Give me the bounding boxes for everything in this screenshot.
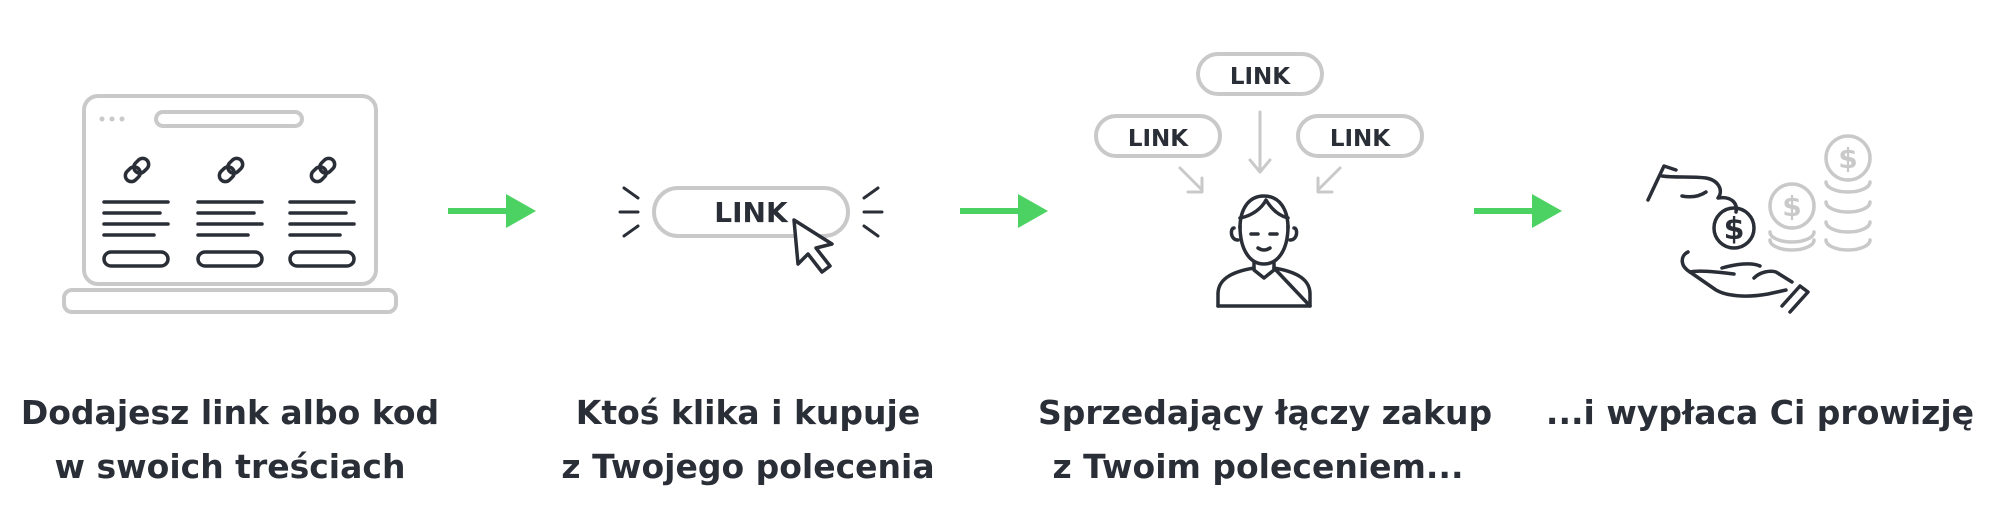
seller-person-icon xyxy=(1216,194,1312,308)
step-3-caption-line-1: Sprzedający łączy zakup xyxy=(1038,393,1493,432)
laptop-links-icon xyxy=(62,94,398,314)
step-2-caption-line-1: Ktoś klika i kupuje xyxy=(575,393,921,432)
laptop-base xyxy=(62,288,398,314)
step-3-caption-line-2: z Twoim poleceniem... xyxy=(1052,447,1464,486)
link-pill-top-label: LINK xyxy=(1230,64,1291,90)
green-arrow-icon-3 xyxy=(1474,194,1562,228)
svg-text:$: $ xyxy=(1782,190,1801,223)
coin-stacks: $ $ xyxy=(1768,134,1872,252)
content-column-2 xyxy=(196,156,264,268)
cursor-arrow-icon xyxy=(792,218,834,274)
coin-dollar-icon xyxy=(1712,206,1756,250)
chain-link-icon xyxy=(123,156,151,184)
svg-text:$: $ xyxy=(1724,212,1745,247)
link-pill-left-label: LINK xyxy=(1128,126,1189,152)
laptop-screen xyxy=(82,94,378,286)
click-burst-lines xyxy=(618,186,884,238)
step-1-caption-line-2: w swoich treściach xyxy=(54,447,406,486)
link-pill-top xyxy=(1196,52,1324,96)
seller-links-icon: LINK LINK LINK xyxy=(1094,52,1424,308)
address-bar xyxy=(154,110,304,128)
giving-receiving-hands: $ xyxy=(1646,164,1810,314)
step-1-caption: Dodajesz link albo kod w swoich treściac… xyxy=(10,386,450,494)
step-2-caption: Ktoś klika i kupuje z Twojego polecenia xyxy=(528,386,968,494)
green-arrow-icon-1 xyxy=(448,194,536,228)
step-3-caption: Sprzedający łączy zakup z Twoim poleceni… xyxy=(1038,386,1493,494)
hands-money-icon: $ $ $ xyxy=(1646,134,1872,314)
link-button-label: LINK xyxy=(714,196,789,229)
link-pill-right xyxy=(1296,114,1424,158)
link-click-icon: LINK xyxy=(618,186,884,274)
step-4-caption: ...i wypłaca Ci prowizję xyxy=(1530,386,1990,440)
step-4-caption-line-1: ...i wypłaca Ci prowizję xyxy=(1545,393,1975,432)
step-1-caption-line-1: Dodajesz link albo kod xyxy=(20,393,440,432)
chain-link-icon xyxy=(217,156,245,184)
link-pill-left xyxy=(1094,114,1222,158)
link-pill-right-label: LINK xyxy=(1330,126,1391,152)
content-column-3 xyxy=(288,156,356,268)
green-arrow-icon-2 xyxy=(960,194,1048,228)
incoming-arrows xyxy=(1178,110,1342,194)
chain-link-icon xyxy=(309,156,337,184)
svg-text:$: $ xyxy=(1838,142,1857,175)
step-2-caption-line-2: z Twojego polecenia xyxy=(561,447,935,486)
link-button-shape xyxy=(652,186,850,238)
laptop-content-columns xyxy=(102,156,356,268)
content-column-1 xyxy=(102,156,170,268)
